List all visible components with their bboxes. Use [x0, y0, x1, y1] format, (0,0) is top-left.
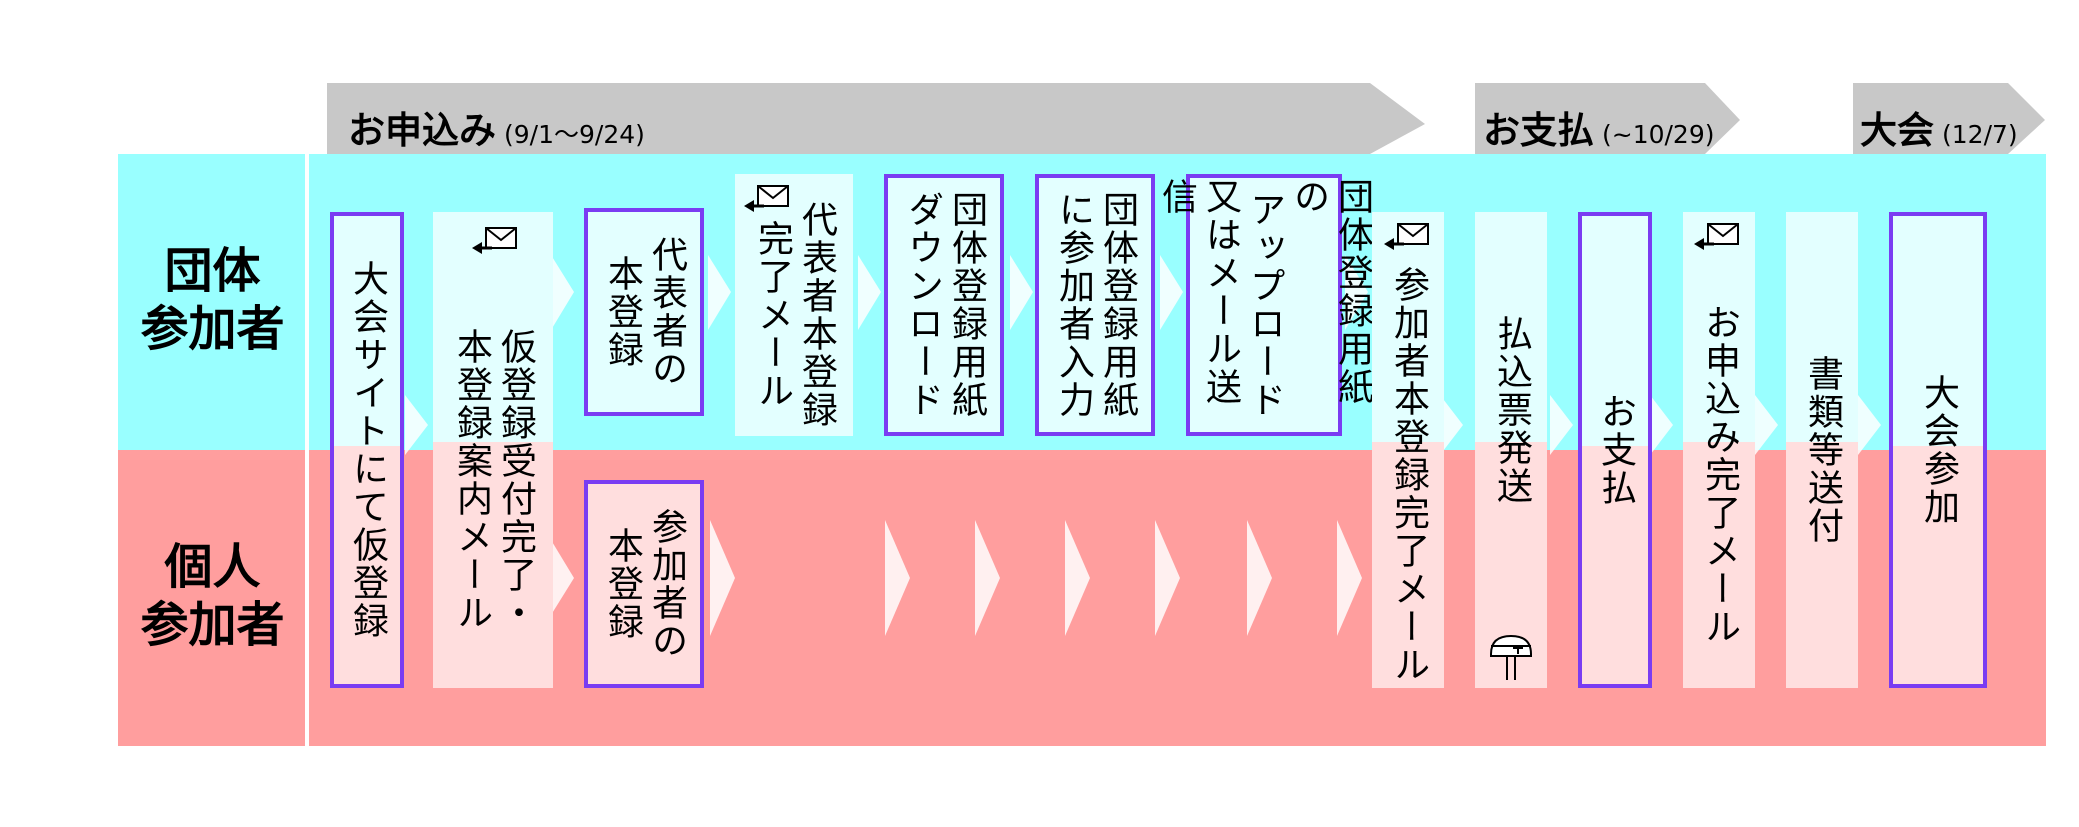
chevron	[1550, 395, 1573, 455]
mail-arrow-icon	[472, 227, 517, 254]
step-provisional-registration: 大会サイトにて仮登録	[330, 212, 404, 688]
chevron	[1440, 395, 1463, 455]
chevron	[1755, 395, 1778, 455]
step-representative-complete-mail: 代表者本登録 完了メール	[735, 174, 853, 436]
chevron	[1247, 520, 1272, 636]
step-payment: お支払	[1578, 212, 1652, 688]
chevron	[1345, 255, 1368, 330]
row-label-group: 団体 参加者	[140, 243, 285, 357]
mail-arrow-icon	[744, 185, 789, 212]
band-divider	[305, 154, 309, 746]
step-participant-registration: 参加者の 本登録	[584, 480, 704, 688]
step-representative-registration: 代表者の 本登録	[584, 208, 704, 416]
chevron	[1650, 395, 1673, 455]
chevron	[1160, 255, 1183, 330]
phase-arrow-event	[1853, 83, 2045, 154]
chevron	[1155, 520, 1180, 636]
step-provisional-complete-mail: 仮登録受付完了・ 本登録案内メール	[433, 212, 553, 688]
chevron	[710, 520, 735, 636]
step-payment-slip-sent: 払込票発送	[1475, 212, 1547, 688]
step-application-complete-mail: お申込み完了メール	[1683, 212, 1755, 688]
phase-label-application: お申込み(9/1〜9/24)	[348, 109, 645, 152]
phase-banners	[327, 83, 2045, 154]
chevron	[551, 540, 574, 615]
postbox-icon	[1490, 634, 1532, 680]
step-event-participation: 大会参加	[1889, 212, 1987, 688]
phase-label-payment: お支払(~10/29)	[1483, 109, 1715, 152]
step-documents-sent: 書類等送付	[1786, 212, 1858, 688]
step-form-input: 団体登録用紙 に参加者入力	[1035, 174, 1155, 436]
chevron	[885, 520, 910, 636]
chevron	[1858, 395, 1881, 455]
step-form-upload: 団体登録用紙の アップロード 又はメール送信	[1156, 174, 1373, 436]
row-label-individual: 個人 参加者	[140, 539, 285, 653]
step-participant-complete-mail: 参加者本登録完了メール	[1372, 212, 1444, 688]
mail-arrow-icon	[1694, 223, 1739, 250]
chevron	[1065, 520, 1090, 636]
phase-label-event: 大会(12/7)	[1860, 109, 2018, 152]
chevron	[1010, 255, 1033, 330]
chevron	[708, 255, 731, 330]
phase-arrow-application	[327, 83, 1425, 154]
step-form-download: 団体登録用紙 ダウンロード	[884, 174, 1004, 436]
chevron	[858, 255, 881, 330]
chevron	[1337, 520, 1362, 636]
mail-arrow-icon	[1384, 223, 1429, 250]
chevron	[405, 395, 428, 455]
chevron	[551, 255, 574, 330]
phase-arrow-payment	[1475, 83, 1740, 154]
chevron	[975, 520, 1000, 636]
